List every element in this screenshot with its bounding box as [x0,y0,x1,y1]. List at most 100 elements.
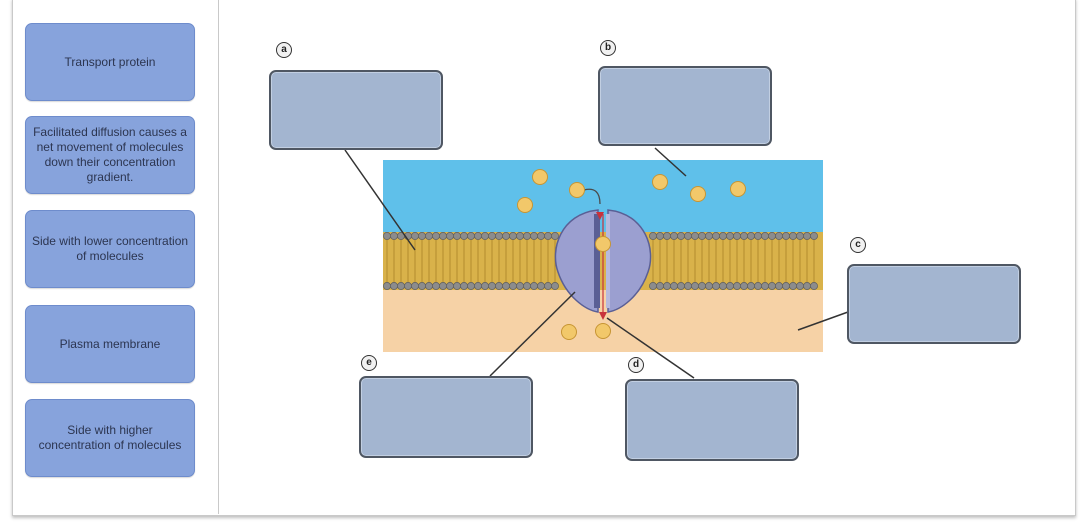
lipid-head [733,232,741,240]
drop-target-e[interactable] [359,376,533,458]
lipid-head [649,232,657,240]
lipid-head [663,282,671,290]
lipid-head [467,282,475,290]
lipid-head [803,282,811,290]
lipid-head [537,282,545,290]
lipid-head [803,232,811,240]
lipid-head [712,282,720,290]
solute-molecule [561,324,577,340]
lipid-head [740,282,748,290]
lipid-head [719,232,727,240]
lipid-head [495,282,503,290]
lipid-head [684,282,692,290]
label-card-plasma-membrane[interactable]: Plasma membrane [25,305,195,383]
lipid-head [782,232,790,240]
lipid-head [530,282,538,290]
label-bank [12,0,219,514]
lipid-head [425,282,433,290]
lipid-head [481,232,489,240]
lipid-head [418,232,426,240]
label-card-lower-concentration[interactable]: Side with lower concentration of molecul… [25,210,195,288]
lipid-head [383,282,391,290]
lipid-head [537,232,545,240]
lipid-head [544,232,552,240]
solute-molecule [595,323,611,339]
lipid-head [404,282,412,290]
lipid-head [677,232,685,240]
lipid-head [789,232,797,240]
lipid-head [754,282,762,290]
lipid-head [670,232,678,240]
drop-target-d[interactable] [625,379,799,461]
solute-molecule [569,182,585,198]
lipid-head [481,282,489,290]
lipid-head [474,282,482,290]
lipid-head [460,282,468,290]
marker-c: c [850,237,866,253]
lipid-head [516,232,524,240]
lipid-head [446,232,454,240]
lipid-head [523,282,531,290]
lipid-head [523,232,531,240]
lipid-head [474,232,482,240]
lipid-head [516,282,524,290]
lipid-head [453,232,461,240]
lipid-head [551,282,559,290]
marker-e: e [361,355,377,371]
lipid-head [502,232,510,240]
lipid-head [488,282,496,290]
lipid-head [754,232,762,240]
lipid-head [677,282,685,290]
lipid-head [439,282,447,290]
solute-molecule [532,169,548,185]
marker-a: a [276,42,292,58]
lipid-head [649,282,657,290]
lipid-head [761,232,769,240]
lipid-head [670,282,678,290]
lipid-head [446,282,454,290]
lipid-head [796,232,804,240]
solute-molecule [730,181,746,197]
lipid-head [747,282,755,290]
lipid-head [789,282,797,290]
lipid-head [383,232,391,240]
lipid-head [656,282,664,290]
lipid-head [782,282,790,290]
lipid-head [397,282,405,290]
solute-molecule [517,197,533,213]
lipid-head [418,282,426,290]
solute-molecule [690,186,706,202]
lipid-head [439,232,447,240]
lipid-head [761,282,769,290]
lipid-head [775,282,783,290]
lipid-head [488,232,496,240]
marker-b: b [600,40,616,56]
drop-target-a[interactable] [269,70,443,150]
lipid-head [453,282,461,290]
drop-target-b[interactable] [598,66,772,146]
transport-protein [554,209,652,318]
lipid-head [740,232,748,240]
drop-target-c[interactable] [847,264,1021,344]
label-card-facilitated-diffusion[interactable]: Facilitated diffusion causes a net movem… [25,116,195,194]
lipid-head [502,282,510,290]
lipid-head [432,232,440,240]
lipid-head [467,232,475,240]
lipid-head [691,282,699,290]
lipid-head [656,232,664,240]
lipid-head [810,232,818,240]
label-card-transport-protein[interactable]: Transport protein [25,23,195,101]
lipid-head [698,232,706,240]
lipid-head [719,282,727,290]
lipid-head [775,232,783,240]
lipid-head [705,232,713,240]
lipid-head [726,282,734,290]
lipid-head [432,282,440,290]
lipid-head [425,232,433,240]
lipid-head [691,232,699,240]
lipid-head [733,282,741,290]
solute-molecule [652,174,668,190]
lipid-head [544,282,552,290]
label-card-higher-concentration[interactable]: Side with higher concentration of molecu… [25,399,195,477]
lipid-head [509,232,517,240]
